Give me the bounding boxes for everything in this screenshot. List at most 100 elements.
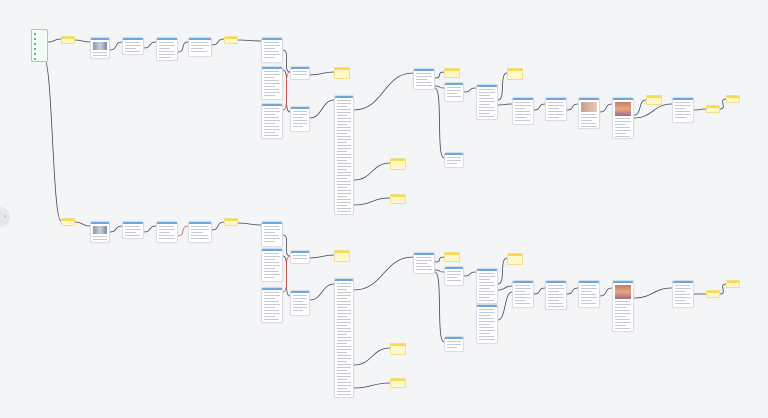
flow-node[interactable]	[672, 280, 694, 308]
sticky-note[interactable]	[706, 290, 720, 298]
flow-node[interactable]	[578, 97, 600, 129]
flow-node[interactable]	[261, 221, 283, 247]
flow-node[interactable]	[90, 221, 110, 243]
flow-node[interactable]	[545, 280, 567, 310]
start-item[interactable]	[34, 47, 45, 51]
flow-node[interactable]	[290, 66, 310, 80]
start-item[interactable]	[34, 57, 45, 61]
flow-node[interactable]	[476, 84, 498, 120]
flow-node[interactable]	[261, 287, 283, 323]
connector-line[interactable]	[633, 287, 673, 299]
connector-line[interactable]	[497, 103, 513, 106]
connector-line[interactable]	[353, 162, 391, 181]
connector-line[interactable]	[74, 39, 91, 43]
sticky-note[interactable]	[224, 36, 238, 44]
connector-line[interactable]	[566, 103, 579, 111]
flow-node[interactable]	[156, 221, 178, 243]
connector-line[interactable]	[497, 257, 508, 285]
connector-line[interactable]	[237, 222, 262, 226]
connector-line[interactable]	[74, 221, 91, 227]
connector-line-accent[interactable]	[282, 71, 291, 111]
connector-line[interactable]	[353, 72, 414, 111]
connector-line[interactable]	[434, 85, 445, 89]
connector-line[interactable]	[211, 221, 225, 231]
flow-node[interactable]	[545, 97, 567, 121]
connector-line[interactable]	[353, 347, 391, 366]
connector-line[interactable]	[109, 225, 123, 233]
connector-line[interactable]	[434, 269, 445, 273]
flow-node[interactable]	[444, 82, 464, 102]
connector-line[interactable]	[693, 108, 707, 111]
flow-node[interactable]	[476, 268, 498, 304]
flow-node[interactable]	[672, 97, 694, 123]
sticky-note[interactable]	[224, 218, 238, 226]
connector-line[interactable]	[463, 271, 477, 277]
flow-node[interactable]	[413, 252, 435, 274]
sticky-note[interactable]	[507, 68, 523, 80]
connector-line[interactable]	[434, 271, 445, 343]
sticky-note[interactable]	[390, 194, 406, 204]
connector-line[interactable]	[143, 41, 157, 49]
flow-node[interactable]	[290, 106, 310, 132]
connector-line[interactable]	[599, 287, 613, 297]
connector-line[interactable]	[497, 285, 513, 291]
connector-line[interactable]	[633, 103, 673, 119]
connector-line[interactable]	[309, 71, 335, 76]
connector-line[interactable]	[282, 49, 291, 73]
sticky-note[interactable]	[646, 95, 662, 105]
connector-line[interactable]	[353, 382, 391, 389]
connector-line[interactable]	[309, 99, 335, 119]
sticky-note[interactable]	[444, 252, 460, 262]
flow-node[interactable]	[261, 248, 283, 282]
connector-line[interactable]	[533, 103, 546, 111]
sticky-note[interactable]	[61, 218, 75, 226]
sticky-note[interactable]	[507, 253, 523, 265]
flow-node[interactable]	[578, 280, 600, 308]
connector-line[interactable]	[282, 234, 291, 257]
sticky-note[interactable]	[390, 343, 406, 355]
connector-line[interactable]	[43, 57, 62, 222]
flow-node[interactable]	[512, 97, 534, 125]
start-item[interactable]	[34, 32, 45, 36]
connector-line[interactable]	[434, 71, 445, 79]
sticky-note[interactable]	[390, 378, 406, 388]
connector-line[interactable]	[309, 283, 335, 301]
content-column-node[interactable]	[334, 95, 354, 215]
connector-line[interactable]	[463, 87, 477, 93]
connector-line[interactable]	[309, 254, 335, 259]
connector-line[interactable]	[599, 103, 613, 113]
sticky-note[interactable]	[444, 68, 460, 78]
connector-line[interactable]	[143, 225, 157, 233]
flow-node[interactable]	[444, 336, 464, 352]
connector-line[interactable]	[719, 98, 727, 110]
sticky-note[interactable]	[334, 67, 350, 79]
flow-node[interactable]	[612, 280, 634, 332]
flow-node[interactable]	[122, 37, 144, 55]
flow-node[interactable]	[261, 66, 283, 100]
sidebar-toggle-button[interactable]: ›	[0, 207, 10, 227]
connector-line[interactable]	[237, 39, 262, 42]
content-column-node[interactable]	[334, 278, 354, 398]
sticky-note[interactable]	[61, 36, 75, 44]
sticky-note[interactable]	[334, 250, 350, 262]
connector-line[interactable]	[533, 287, 546, 295]
flow-node[interactable]	[261, 37, 283, 63]
sticky-note[interactable]	[390, 158, 406, 170]
flow-node[interactable]	[444, 266, 464, 286]
connector-line[interactable]	[633, 99, 647, 116]
flow-node[interactable]	[261, 103, 283, 139]
start-item[interactable]	[34, 42, 45, 46]
flow-node[interactable]	[188, 221, 212, 243]
connector-line[interactable]	[497, 72, 508, 101]
connector-line[interactable]	[353, 256, 414, 291]
connector-line[interactable]	[719, 283, 727, 295]
connector-line[interactable]	[434, 87, 445, 159]
sticky-note[interactable]	[726, 280, 740, 288]
flow-node[interactable]	[476, 304, 498, 344]
connector-line[interactable]	[211, 38, 225, 46]
connector-line[interactable]	[434, 256, 445, 263]
flow-node[interactable]	[122, 221, 144, 239]
connector-line-accent[interactable]	[282, 255, 291, 293]
flow-node[interactable]	[290, 250, 310, 264]
